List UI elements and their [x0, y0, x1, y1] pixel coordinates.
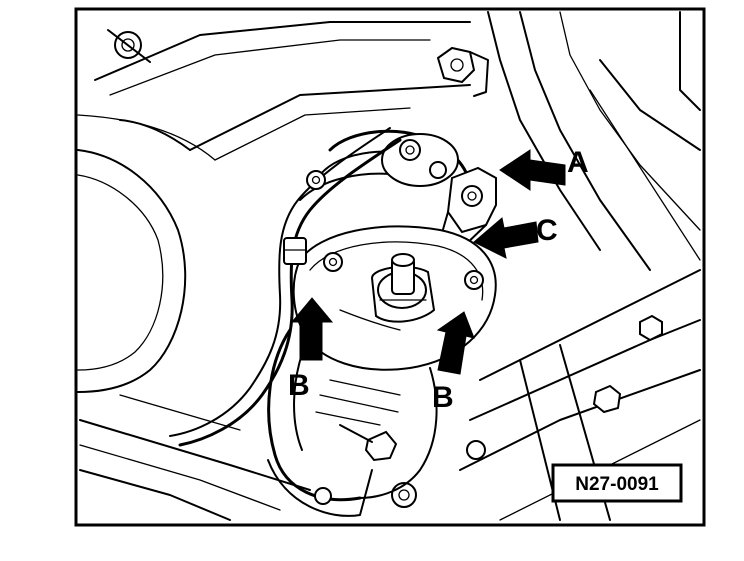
callout-arrow-b-left	[290, 297, 334, 361]
nut-right-upper	[639, 314, 663, 342]
pinion-shaft	[370, 253, 436, 323]
flange-bolt-left	[323, 252, 343, 272]
reference-code: N27-0091	[575, 474, 659, 495]
callout-label-a: A	[567, 146, 589, 179]
callout-arrow-b-right	[436, 311, 475, 375]
nut-top	[436, 46, 489, 97]
callout-label-b-right: B	[432, 381, 454, 414]
nut-right-lower	[592, 384, 622, 414]
motor-side-bolt	[339, 424, 398, 462]
solenoid-cap	[381, 133, 459, 187]
engine-bay-linework	[77, 11, 701, 521]
mounting-bracket	[439, 166, 497, 249]
reference-code-box: N27-0091	[551, 463, 683, 503]
flange-bolt-right	[464, 270, 484, 290]
callout-arrow-c	[473, 217, 539, 259]
solenoid-top-bolt	[306, 170, 326, 190]
bolt-bottom-right	[466, 440, 486, 460]
bolt-bottom	[391, 482, 417, 508]
callout-label-b-left: B	[288, 369, 310, 402]
callout-label-c: C	[536, 214, 558, 247]
bolt-top-left	[107, 29, 151, 63]
callout-arrow-a	[499, 149, 566, 191]
